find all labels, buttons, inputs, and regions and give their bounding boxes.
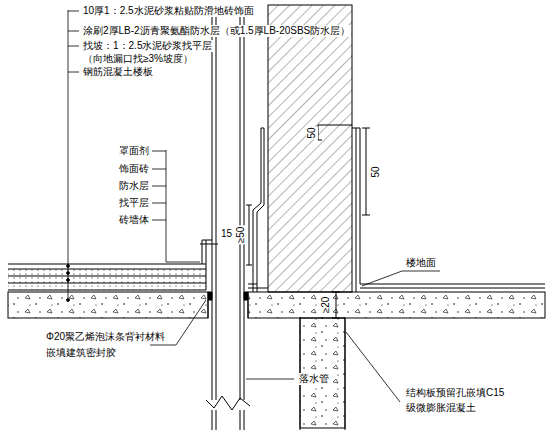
leader-lines [67,10,441,402]
annotation-label: 砖墙体 [118,214,150,226]
annotation-label: 罩面剂 [118,145,150,157]
annotation-label: 钢筋混凝土楼板 [82,66,154,78]
annotation-label: 15 [220,228,233,240]
annotation-label: 找坡：1：2.5水泥砂浆找平层 [82,40,213,52]
annotation-label: （向地漏口找≥3%坡度） [82,53,194,65]
annotation-label: 结构板预留孔嵌填C15 [405,387,505,399]
structure [8,5,545,430]
annotation-label: 嵌填建筑密封胶 [45,347,117,359]
annotation-label: 10厚1：2.5水泥砂浆粘贴防滑地砖饰面 [82,5,255,17]
annotation-label: ≥20 [320,296,332,315]
annotation-label: 找平层 [118,197,150,209]
annotation-label: 50 [370,165,382,178]
annotation-label: 饰面砖 [118,163,150,175]
annotation-label: 50 [306,126,318,139]
annotation-label: 楼地面 [405,257,437,269]
annotation-label: 防水层 [118,180,150,192]
annotation-label: ≥50 [235,226,247,245]
annotation-label: Φ20聚乙烯泡沫条背衬材料 [45,331,166,343]
annotation-label: 涂刷2厚LB-2沥青聚氨酯防水层（或1.5厚LB-20SBS防水层） [82,25,351,37]
annotation-label: 级微膨胀混凝土 [405,402,477,414]
annotation-label: 落水管 [298,373,330,385]
